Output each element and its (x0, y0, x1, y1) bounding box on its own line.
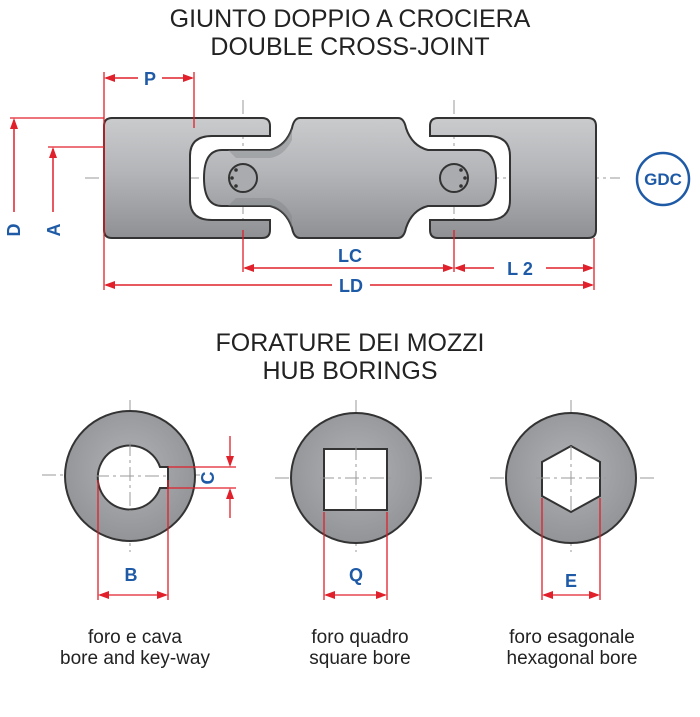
caption-hexagonal-it: foro esagonale (509, 627, 635, 648)
dimension-a (49, 147, 57, 212)
title-line-2: DOUBLE CROSS-JOINT (210, 33, 490, 61)
dimension-d (10, 118, 18, 212)
right-hub (429, 117, 597, 239)
label-d: D (4, 224, 24, 237)
label-l2: L 2 (507, 259, 533, 279)
caption-keyway-it: foro e cava (88, 627, 182, 648)
center-body (202, 117, 498, 239)
label-a: A (44, 224, 64, 237)
dimension-p (104, 74, 194, 82)
boring-hexagonal: E (490, 400, 655, 600)
label-e: E (565, 571, 577, 591)
boring-keyway: B C (42, 400, 236, 600)
caption-hexagonal-en: hexagonal bore (506, 648, 638, 669)
section-title-line-1: FORATURE DEI MOZZI (215, 329, 485, 357)
label-lc: LC (338, 246, 362, 266)
caption-hexagonal: foro esagonale hexagonal bore (462, 627, 682, 669)
cross-joint-drawing: P D A LC L 2 LD (4, 66, 620, 296)
title-line-1: GIUNTO DOPPIO A CROCIERA (169, 5, 531, 33)
caption-keyway: foro e cava bore and key-way (25, 627, 245, 669)
label-q: Q (349, 565, 363, 585)
boring-square: Q (275, 400, 432, 600)
dimension-lc (243, 264, 454, 272)
label-p: P (144, 69, 156, 89)
caption-square-it: foro quadro (311, 627, 409, 648)
label-b: B (125, 565, 138, 585)
label-c: C (198, 472, 218, 485)
badge-label: GDC (644, 170, 682, 189)
caption-square-en: square bore (309, 648, 411, 669)
section-title-line-2: HUB BORINGS (262, 357, 438, 385)
gdc-badge: GDC (635, 151, 691, 207)
caption-keyway-en: bore and key-way (60, 648, 210, 669)
label-ld: LD (339, 276, 363, 296)
caption-square: foro quadro square bore (250, 627, 470, 669)
